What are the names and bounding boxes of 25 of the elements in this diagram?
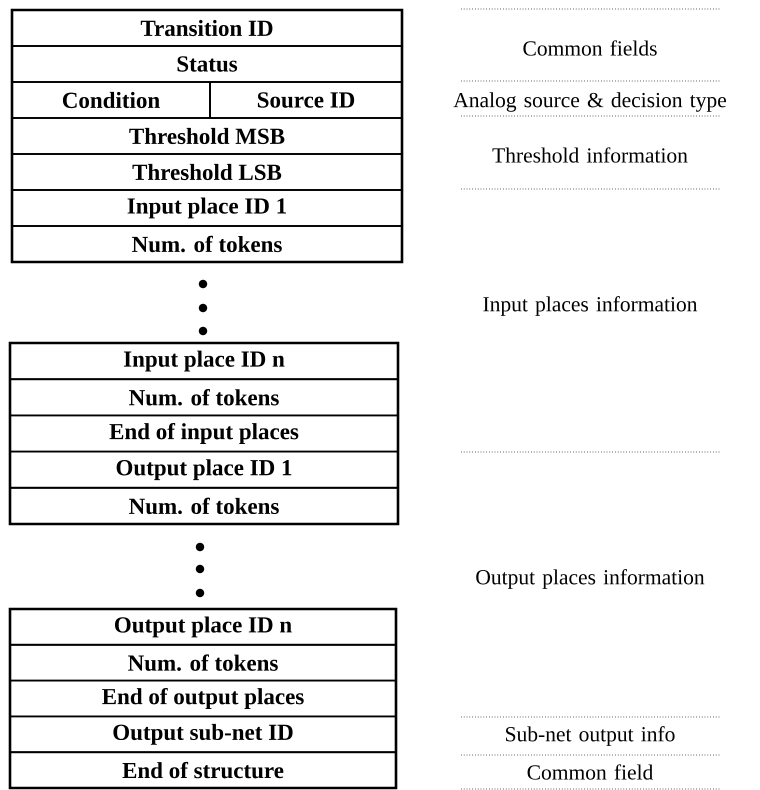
table-cell: Num. of tokens [9, 378, 399, 416]
table-cell: Input place ID n [9, 342, 399, 380]
table-cell: Output place ID n [9, 608, 397, 646]
table-cell: Transition ID [11, 9, 403, 47]
table-cell: Input place ID 1 [11, 189, 403, 227]
table-cell: End of structure [9, 751, 397, 789]
table-cell: Threshold MSB [11, 117, 403, 155]
table-cell: Output sub-net ID [9, 716, 397, 754]
table-cell: Source ID [209, 81, 403, 119]
field-group-label: Output places information [476, 569, 704, 589]
field-group-label: Common fields [523, 40, 657, 56]
table-cell: Num. of tokens [9, 644, 397, 682]
table-cell: Output place ID 1 [9, 450, 399, 489]
table-cell: Threshold LSB [11, 153, 403, 191]
table-cell: End of input places [9, 414, 399, 452]
field-group-label: Threshold information [492, 147, 688, 163]
table-cell: Condition [11, 81, 211, 119]
field-group-label: Input places information [483, 296, 698, 316]
field-group-label: Sub-net output info [506, 726, 675, 746]
table-cell: End of output places [9, 680, 397, 718]
table-cell: Num. of tokens [11, 225, 403, 263]
table-cell: Num. of tokens [9, 486, 399, 525]
table-cell: Status [11, 45, 403, 83]
field-group-label: Common field [528, 764, 654, 780]
field-group-label: Analog source & decision type [453, 92, 726, 112]
